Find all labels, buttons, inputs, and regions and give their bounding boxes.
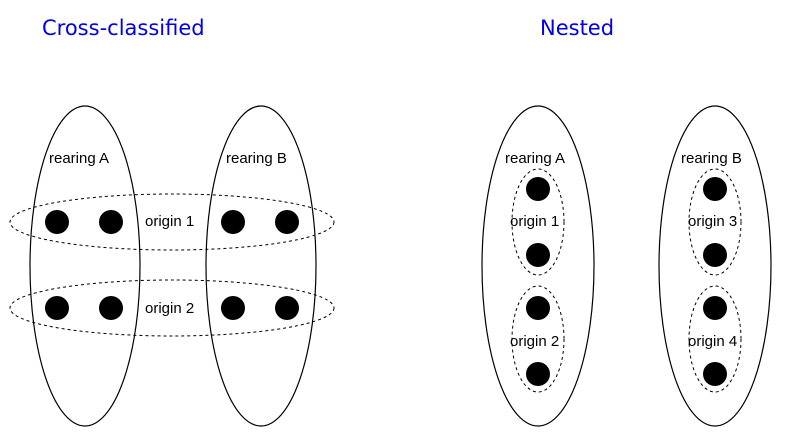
unit-dot: [99, 210, 123, 234]
unit-dot: [526, 243, 550, 267]
rearing-b-group: [658, 105, 772, 427]
unit-dot: [526, 177, 550, 201]
unit-dot: [703, 177, 727, 201]
unit-dot: [221, 210, 245, 234]
origin-4-label: origin 4: [688, 333, 737, 350]
rearing-a-group: [29, 105, 141, 427]
rearing-a-label: rearing A: [49, 150, 109, 167]
rearing-a-label: rearing A: [505, 150, 565, 167]
rearing-b-label: rearing B: [226, 150, 287, 167]
cross-classified-panel: rearing A rearing B origin 1 origin 2: [9, 105, 335, 427]
origin-3-group: [688, 168, 742, 276]
origin-2-label: origin 2: [510, 333, 559, 350]
unit-dot: [221, 296, 245, 320]
unit-dot: [275, 210, 299, 234]
rearing-b-group: [205, 105, 317, 427]
unit-dot: [99, 296, 123, 320]
origin-4-group: [688, 285, 742, 393]
origin-2-group: [511, 285, 565, 393]
unit-dot: [703, 362, 727, 386]
nested-panel: rearing A rearing B origin 1 origin 2 or…: [481, 105, 772, 427]
origin-1-label: origin 1: [510, 213, 559, 230]
nested-title: Nested: [540, 16, 615, 40]
origin-2-label: origin 2: [145, 300, 194, 317]
origin-1-group: [9, 193, 335, 251]
origin-1-group: [511, 168, 565, 276]
origin-3-label: origin 3: [688, 213, 737, 230]
rearing-b-label: rearing B: [681, 150, 742, 167]
cross-classified-title: Cross-classified: [42, 16, 205, 40]
unit-dot: [526, 296, 550, 320]
unit-dot: [526, 362, 550, 386]
unit-dot: [703, 296, 727, 320]
unit-dot: [703, 243, 727, 267]
origin-1-label: origin 1: [145, 213, 194, 230]
rearing-a-group: [481, 105, 595, 427]
unit-dot: [45, 210, 69, 234]
unit-dot: [45, 296, 69, 320]
unit-dot: [275, 296, 299, 320]
origin-2-group: [9, 279, 335, 337]
